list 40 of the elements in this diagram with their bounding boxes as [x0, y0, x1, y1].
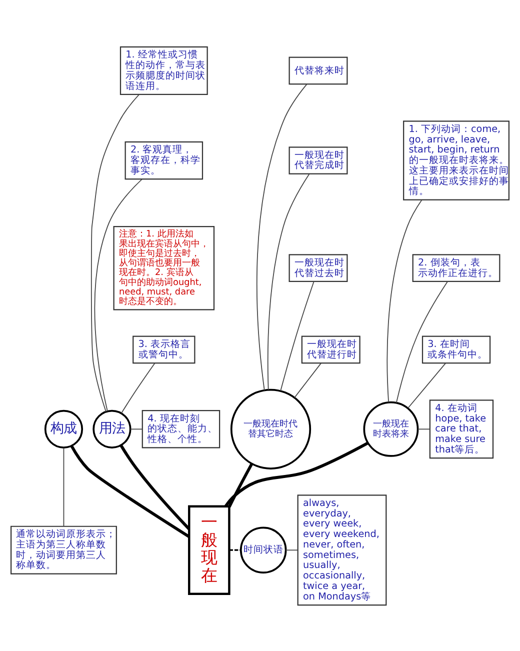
connector	[120, 444, 190, 530]
connector	[120, 362, 156, 414]
node-box: 一般现在时代替进行时	[301, 335, 360, 364]
node-box: 1. 经常性或习惯性的动作，常与表示频腮度的时间状语连用。	[120, 46, 208, 95]
connector	[294, 362, 322, 398]
node-box: 2. 倒装句，表示动作正在进行。	[412, 254, 500, 282]
node-box: 4. 现在时刻的状态、能力、性格、个性。	[142, 410, 220, 448]
node-box: 代替将来时	[288, 56, 348, 84]
connector	[94, 178, 142, 412]
connector	[70, 444, 190, 538]
node-box: 4. 在动词 hope, take care that, make sure that等后。	[429, 399, 494, 458]
node-circle: 构成	[44, 409, 84, 448]
node-box: 注意：1. 此用法如果出现在宾语从句中，即使主句是过去时，从句谓语也要用一般现在时。2. 宾语从句中的助动词ought, need, must, dare 时态是不变的。	[113, 225, 215, 310]
connector	[63, 446, 64, 526]
node-circle: 一般现在时表将来	[363, 400, 419, 456]
connector	[224, 441, 368, 507]
connector	[267, 173, 310, 390]
node-box: 3. 在时间或条件句中。	[422, 335, 491, 364]
connector	[408, 362, 446, 408]
node-box: 1. 下列动词：come, go, arrive, leave, start, begin, return的一般现在时表将来。这主要用来表示在时间上已确定或安排好的事情。	[403, 120, 510, 200]
connector	[228, 462, 254, 508]
connector	[285, 549, 298, 550]
node-box: always, everyday, every week, every weekend, never, often, sometimes, usually, occasionally, twice a year, on Mondays等	[297, 494, 387, 606]
connector	[130, 428, 143, 430]
node-box: 2. 客观真理，客观存在，科学事实。	[124, 140, 204, 180]
connector	[418, 428, 430, 430]
connector	[280, 280, 314, 391]
node-circle: 一般现在时代替其它时态	[230, 388, 312, 469]
connector	[90, 94, 140, 412]
node-box: 一般现在	[188, 504, 230, 595]
node-box: 3. 表示格言或警句中。	[132, 335, 196, 364]
node-box: 通常以动词原形表示；主语为第三人称单数时，动词要用第三人称单数。	[10, 525, 117, 574]
node-box: 一般现在时代替完成时	[288, 146, 348, 174]
node-box: 一般现在时代替过去时	[288, 254, 348, 282]
connector	[256, 83, 308, 390]
connector	[386, 198, 422, 402]
connector	[229, 548, 241, 550]
node-circle: 用法	[92, 409, 132, 448]
connector	[396, 280, 448, 403]
node-circle: 时间状语	[240, 526, 287, 574]
